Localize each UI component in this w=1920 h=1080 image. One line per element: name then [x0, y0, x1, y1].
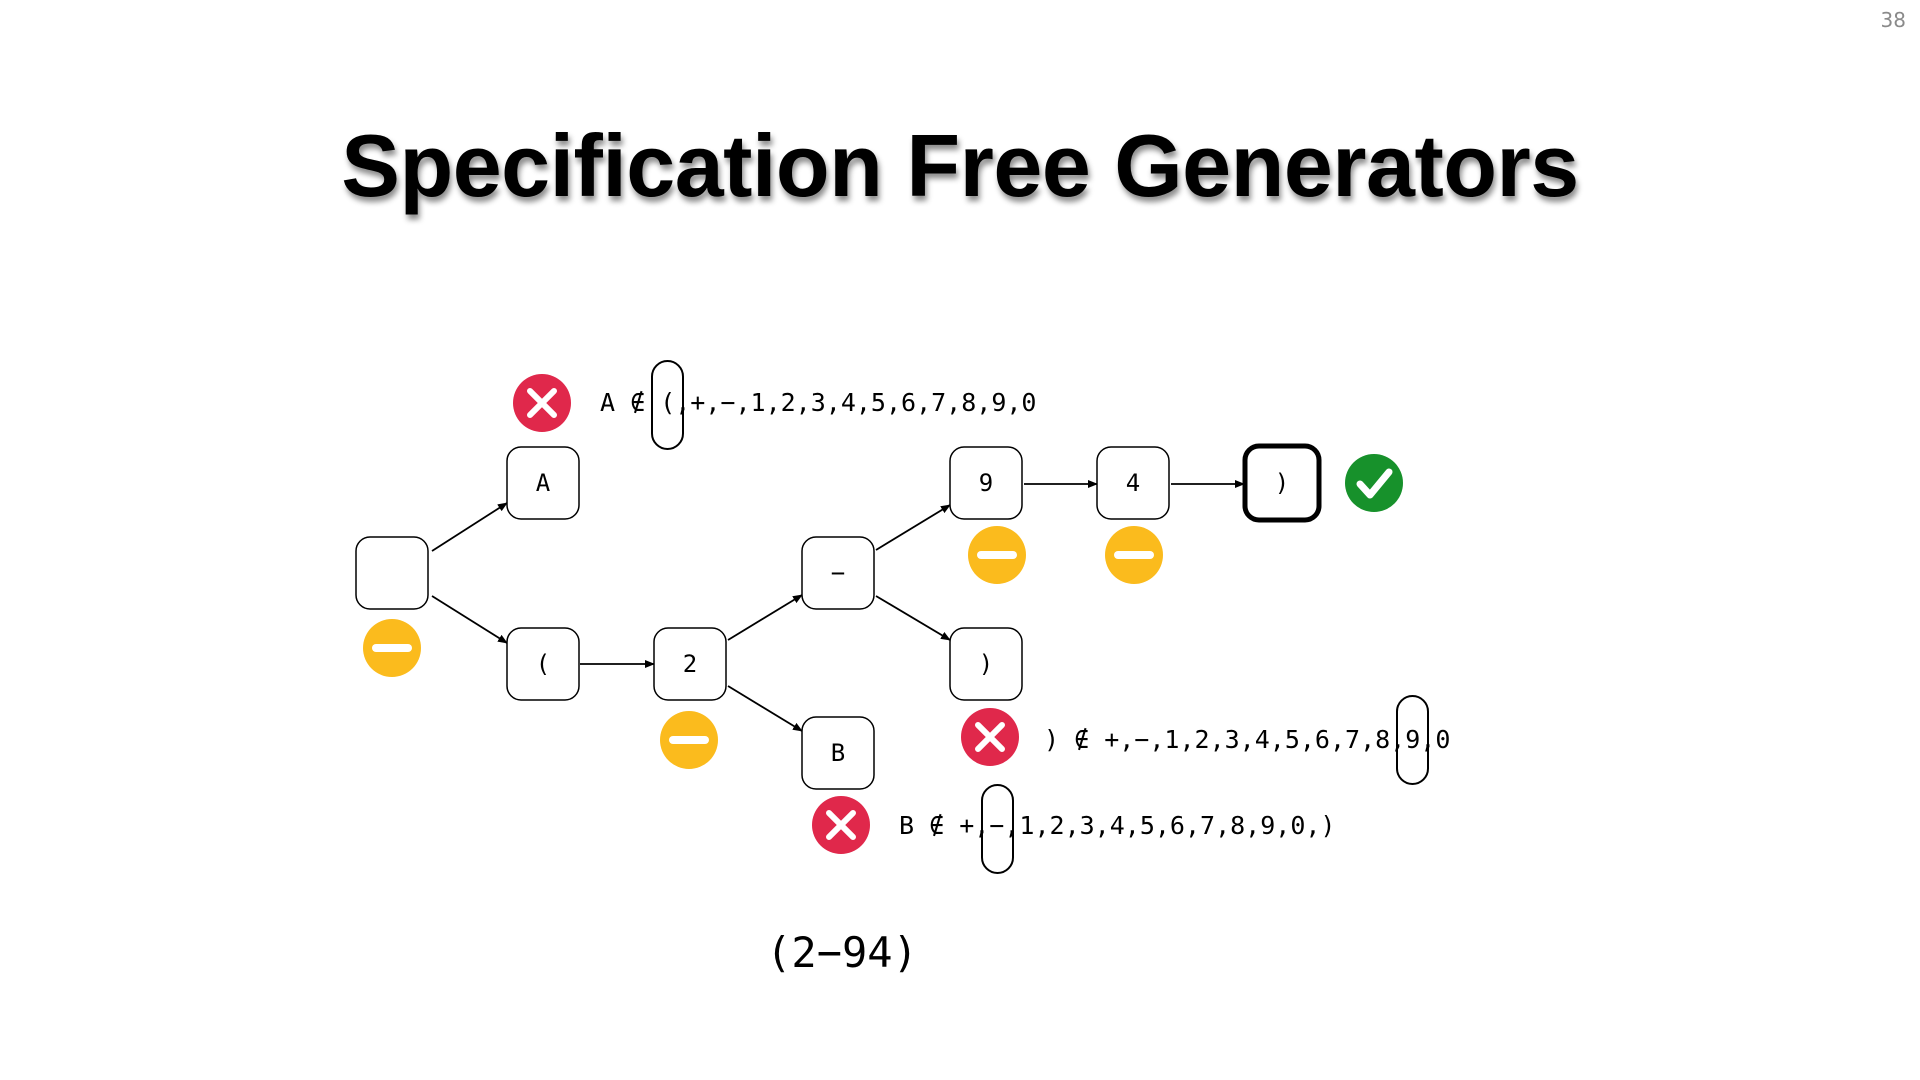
node-b: B	[801, 716, 875, 790]
node-two-label: 2	[683, 650, 697, 678]
minus-circle-icon	[660, 711, 718, 769]
reject-badges	[513, 374, 1019, 854]
node-b-label: B	[831, 739, 845, 767]
node-nine: 9	[949, 446, 1023, 520]
page-number: 38	[1880, 8, 1906, 32]
node-a-label: A	[536, 469, 551, 497]
node-root	[355, 536, 429, 610]
annotation-a-rejection: A ∉ (,+,−,1,2,3,4,5,6,7,8,9,0	[600, 388, 1037, 417]
x-circle-icon	[961, 708, 1019, 766]
annotation-b-rejection: B ∉ +,−,1,2,3,4,5,6,7,8,9,0,)	[899, 811, 1336, 840]
node-close-paren-lower-label: )	[979, 650, 993, 678]
node-open-paren-label: (	[536, 650, 550, 678]
edge-two-minus	[727, 594, 803, 641]
minus-circle-icon	[968, 526, 1026, 584]
highlight-minus	[981, 784, 1014, 874]
highlight-nine	[1396, 695, 1429, 785]
check-circle-icon	[1345, 454, 1403, 512]
edge-minus-nine	[875, 504, 951, 551]
node-minus-label: −	[831, 559, 845, 587]
minus-circle-icon	[363, 619, 421, 677]
edge-minus-close-paren	[875, 595, 951, 641]
node-open-paren: (	[506, 627, 580, 701]
edge-two-b	[727, 685, 803, 732]
tree-nodes: A ( 2 − B 9 ) 4	[355, 443, 1322, 790]
node-close-paren-final: )	[1242, 443, 1322, 523]
node-nine-label: 9	[979, 469, 993, 497]
annotation-close-paren-rejection: ) ∉ +,−,1,2,3,4,5,6,7,8,9,0	[1044, 725, 1450, 754]
minus-circle-icon	[1105, 526, 1163, 584]
edge-root-open-paren	[431, 595, 508, 644]
neutral-badges	[363, 526, 1163, 769]
node-two: 2	[653, 627, 727, 701]
generated-expression: (2−94)	[766, 928, 918, 977]
highlight-open-paren	[651, 360, 684, 450]
node-a: A	[506, 446, 580, 520]
node-close-paren-lower: )	[949, 627, 1023, 701]
x-circle-icon	[812, 796, 870, 854]
node-close-paren-final-label: )	[1275, 469, 1289, 497]
node-four-label: 4	[1126, 469, 1140, 497]
tree-edges	[431, 480, 1245, 732]
node-four: 4	[1096, 446, 1170, 520]
node-minus: −	[801, 536, 875, 610]
slide-title: Specification Free Generators	[341, 116, 1579, 215]
edge-root-a	[431, 502, 508, 552]
x-circle-icon	[513, 374, 571, 432]
